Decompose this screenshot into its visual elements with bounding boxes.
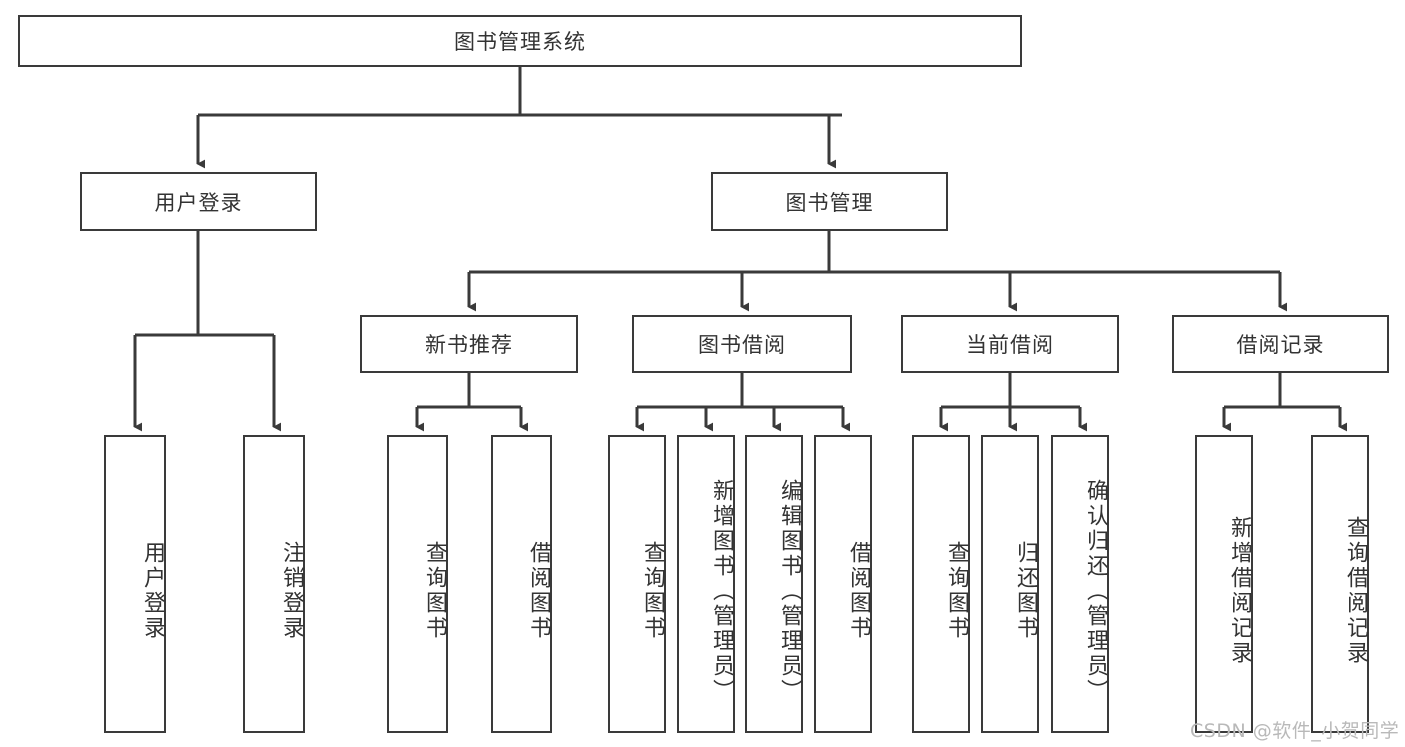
node-new-book-recommend[interactable]: 新书推荐 [360, 315, 578, 373]
csdn-watermark: CSDN @软件_小贺同学 [1190, 720, 1400, 742]
leaf-book-borrow-borrow[interactable]: 借阅图书 [814, 435, 872, 733]
node-borrow-record[interactable]: 借阅记录 [1172, 315, 1389, 373]
node-label: 图书管理 [785, 190, 874, 215]
node-book-management[interactable]: 图书管理 [711, 172, 948, 231]
node-label: 借阅图书 [526, 541, 551, 641]
node-label: 借阅图书 [846, 541, 871, 641]
node-label: 注销登录 [279, 541, 304, 641]
leaf-current-borrow-query[interactable]: 查询图书 [912, 435, 970, 733]
leaf-borrow-record-add[interactable]: 新增借阅记录 [1195, 435, 1253, 733]
node-label: 借阅记录 [1236, 333, 1325, 357]
leaf-book-borrow-query[interactable]: 查询图书 [608, 435, 666, 733]
node-label: 新增借阅记录 [1227, 516, 1252, 666]
node-label: 编辑图书（管理员） [777, 478, 802, 704]
node-label: 查询图书 [640, 541, 665, 641]
node-label: 新书推荐 [425, 333, 513, 357]
node-label: 用户登录 [154, 190, 243, 215]
node-label: 图书管理系统 [454, 30, 586, 54]
node-label: 图书借阅 [698, 333, 786, 357]
leaf-borrow-record-query[interactable]: 查询借阅记录 [1311, 435, 1369, 733]
leaf-new-book-borrow[interactable]: 借阅图书 [491, 435, 552, 733]
node-user-login[interactable]: 用户登录 [80, 172, 317, 231]
leaf-book-borrow-add[interactable]: 新增图书（管理员） [677, 435, 735, 733]
node-label: 当前借阅 [966, 333, 1054, 357]
leaf-user-login-logout[interactable]: 注销登录 [243, 435, 305, 733]
leaf-new-book-query[interactable]: 查询图书 [387, 435, 448, 733]
leaf-current-borrow-return[interactable]: 归还图书 [981, 435, 1039, 733]
leaf-user-login-login[interactable]: 用户登录 [104, 435, 166, 733]
node-root-system[interactable]: 图书管理系统 [18, 15, 1022, 67]
node-current-borrow[interactable]: 当前借阅 [901, 315, 1119, 373]
leaf-current-borrow-confirm-return[interactable]: 确认归还（管理员） [1051, 435, 1109, 733]
node-label: 归还图书 [1013, 541, 1038, 641]
node-label: 确认归还（管理员） [1083, 478, 1108, 704]
node-label: 新增图书（管理员） [709, 478, 734, 704]
node-label: 查询图书 [422, 541, 447, 641]
node-book-borrow[interactable]: 图书借阅 [632, 315, 852, 373]
node-label: 查询图书 [944, 541, 969, 641]
leaf-book-borrow-edit[interactable]: 编辑图书（管理员） [745, 435, 803, 733]
node-label: 用户登录 [140, 541, 165, 641]
node-label: 查询借阅记录 [1343, 516, 1368, 666]
